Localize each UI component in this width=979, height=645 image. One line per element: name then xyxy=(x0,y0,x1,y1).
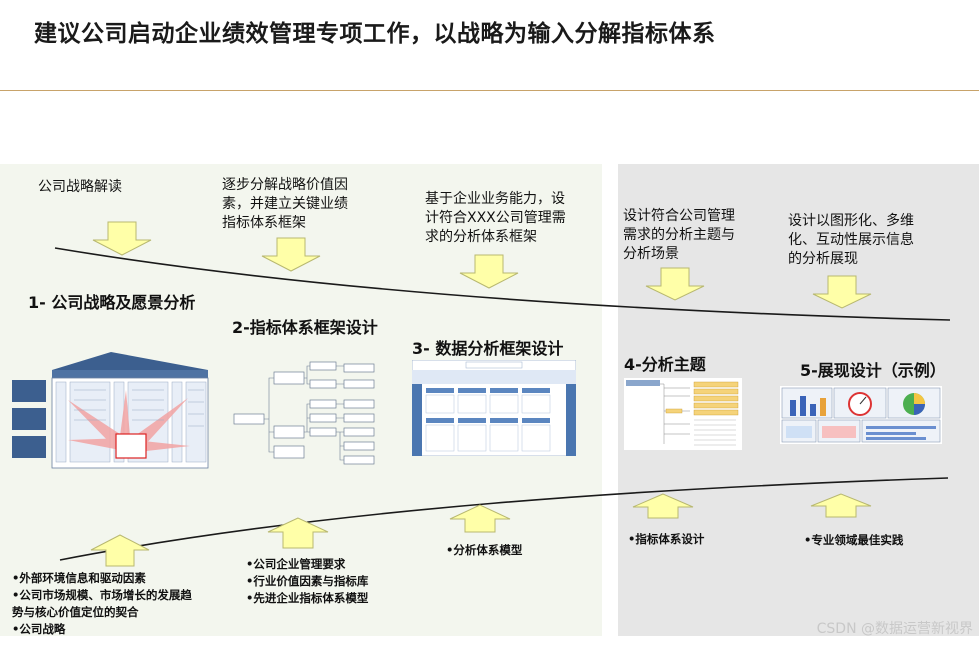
up-arrow-3 xyxy=(449,504,511,533)
note-analysis-framework: 基于企业业务能力，设 计符合XXX公司管理需 求的分析体系框架 xyxy=(425,191,566,245)
note-analysis-topics: 设计符合公司管理 需求的分析主题与 分析场景 xyxy=(623,208,735,262)
up-arrow-5 xyxy=(810,493,872,518)
down-arrow-4 xyxy=(645,267,705,301)
bullets-phase-3: •分析体系模型 xyxy=(446,543,523,557)
upper-curve xyxy=(54,247,951,321)
down-arrow-3 xyxy=(459,254,519,289)
down-arrow-2 xyxy=(261,237,321,272)
analysis-framework-thumbnail xyxy=(412,360,576,456)
phase-1-title: 1- 公司战略及愿景分析 xyxy=(28,293,196,312)
strategy-house-thumbnail xyxy=(12,352,209,469)
lower-curve xyxy=(59,477,949,561)
down-arrow-1 xyxy=(92,221,152,256)
up-arrow-4 xyxy=(632,493,694,519)
up-arrow-1 xyxy=(90,534,150,567)
bullets-phase-2: •公司企业管理要求 •行业价值因素与指标库 •先进企业指标体系模型 xyxy=(246,557,369,605)
watermark: CSDN @数据运营新视界 xyxy=(816,621,973,637)
bullets-phase-5: •专业领域最佳实践 xyxy=(804,533,904,547)
bullets-phase-4: •指标体系设计 xyxy=(628,532,705,546)
dashboard-thumbnail xyxy=(780,386,942,444)
down-arrow-5 xyxy=(812,275,872,309)
phase-4-title: 4-分析主题 xyxy=(624,355,706,374)
phase-2-title: 2-指标体系框架设计 xyxy=(232,318,378,337)
phase-3-title: 3- 数据分析框架设计 xyxy=(412,339,564,358)
title-divider xyxy=(0,90,979,91)
analysis-topics-thumbnail xyxy=(624,378,742,450)
note-presentation: 设计以图形化、多维 化、互动性展示信息 的分析展现 xyxy=(788,213,914,267)
note-value-decomposition: 逐步分解战略价值因 素，并建立关键业绩 指标体系框架 xyxy=(222,177,348,231)
phase-5-title: 5-展现设计（示例） xyxy=(800,361,946,380)
page-title: 建议公司启动企业绩效管理专项工作，以战略为输入分解指标体系 xyxy=(34,21,716,47)
up-arrow-2 xyxy=(267,517,329,549)
kpi-tree-thumbnail xyxy=(233,361,375,465)
note-strategy-interpretation: 公司战略解读 xyxy=(38,179,122,195)
bullets-phase-1: •外部环境信息和驱动因素 •公司市场规模、市场增长的发展趋 势与核心价值定位的契… xyxy=(12,571,192,636)
